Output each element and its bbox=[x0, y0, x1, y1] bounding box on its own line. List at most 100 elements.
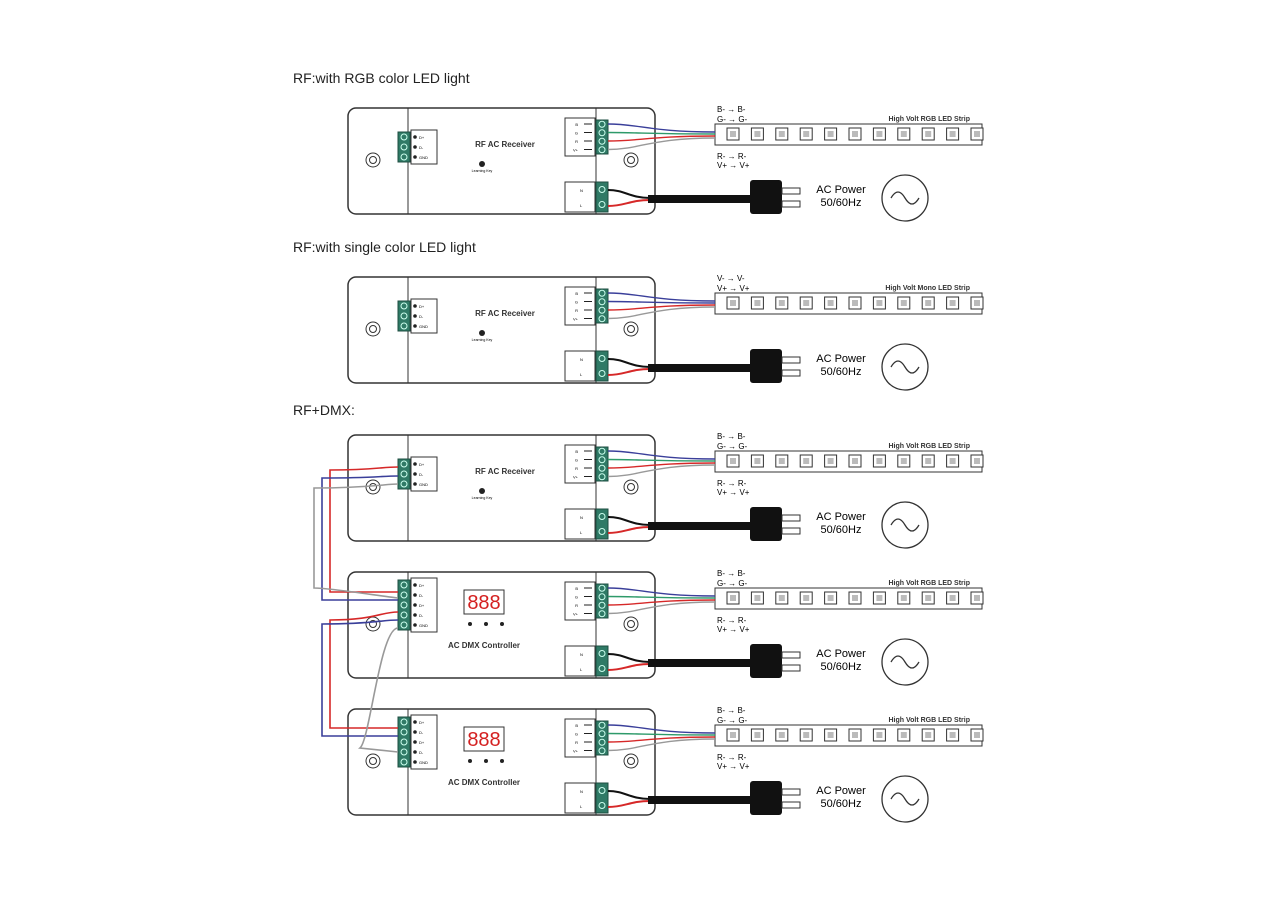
led-chip bbox=[925, 458, 932, 464]
wiring-note: B- → B- bbox=[717, 569, 746, 578]
learning-key-button bbox=[479, 488, 485, 494]
power-label-box bbox=[564, 508, 596, 540]
output-wire bbox=[607, 458, 716, 462]
pin-label: L bbox=[580, 203, 583, 208]
plug-prong bbox=[781, 200, 801, 208]
output-wire bbox=[607, 135, 716, 142]
seven-segment-display: 888 bbox=[467, 729, 500, 751]
learning-key-label: Learning Key bbox=[472, 169, 493, 173]
terminal-screw bbox=[598, 593, 606, 601]
pin-dot bbox=[413, 135, 417, 139]
led-chip bbox=[827, 595, 834, 601]
power-label-box bbox=[564, 350, 596, 382]
led-chip bbox=[852, 131, 858, 137]
ac-power-label: AC Power bbox=[816, 785, 866, 797]
led-chip bbox=[803, 732, 810, 738]
ac-frequency-label: 50/60Hz bbox=[821, 524, 862, 536]
pin-label: GND bbox=[419, 324, 428, 329]
terminal-screw bbox=[598, 610, 606, 618]
wire-black bbox=[607, 653, 651, 663]
terminal-screw bbox=[598, 738, 606, 746]
output-wire bbox=[607, 595, 716, 599]
pin-dot bbox=[413, 472, 417, 476]
terminal-block bbox=[595, 119, 609, 155]
led-chip bbox=[876, 300, 883, 306]
pin-label: D+ bbox=[419, 583, 425, 588]
power-label-box bbox=[564, 181, 596, 213]
output-wire bbox=[607, 300, 716, 304]
pin-label: D- bbox=[419, 613, 424, 618]
led-chip bbox=[900, 595, 907, 601]
output-wire bbox=[607, 601, 716, 615]
terminal-screw bbox=[400, 591, 408, 599]
led-chip bbox=[900, 300, 907, 306]
pin-label: L bbox=[580, 372, 583, 377]
terminal-screw bbox=[598, 464, 606, 472]
pin-label: L bbox=[580, 667, 583, 672]
strip-label: High Volt RGB LED Strip bbox=[888, 717, 970, 724]
led-chip bbox=[949, 300, 956, 306]
sine-wave-icon bbox=[890, 792, 920, 806]
plug-body bbox=[750, 507, 782, 541]
wiring-note: G- → G- bbox=[717, 115, 748, 124]
led-chip bbox=[778, 595, 785, 601]
terminal-screw bbox=[598, 137, 606, 145]
device-name: RF AC Receiver bbox=[475, 309, 535, 318]
output-wire bbox=[607, 599, 716, 606]
terminal-block bbox=[595, 446, 609, 482]
led-chip bbox=[949, 131, 956, 137]
wire-red bbox=[607, 368, 651, 376]
pin-label: N bbox=[580, 357, 583, 362]
seven-segment-display: 888 bbox=[467, 592, 500, 614]
led-chip bbox=[925, 732, 932, 738]
terminal-screw bbox=[400, 758, 408, 766]
pin-label: V+ bbox=[573, 612, 579, 617]
pin-label: N bbox=[580, 652, 583, 657]
plug-prong bbox=[781, 651, 801, 659]
output-wire bbox=[607, 732, 716, 736]
learning-key-label: Learning Key bbox=[472, 338, 493, 342]
led-chip bbox=[730, 131, 736, 137]
pin-dot bbox=[413, 583, 417, 587]
pin-label: L bbox=[580, 530, 583, 535]
pin-label: N bbox=[580, 515, 583, 520]
mount-hole-right bbox=[627, 156, 635, 164]
led-chip bbox=[876, 458, 883, 464]
pin-label: L bbox=[580, 804, 583, 809]
output-wire bbox=[607, 450, 716, 460]
pin-label: B bbox=[575, 291, 578, 296]
terminal-screw bbox=[400, 133, 408, 141]
mount-hole-left bbox=[369, 483, 377, 491]
output-wire bbox=[607, 123, 716, 133]
pin-label: D+ bbox=[419, 135, 425, 140]
plug-prong bbox=[781, 664, 801, 672]
pin-label: V+ bbox=[573, 475, 579, 480]
led-chip bbox=[754, 458, 761, 464]
plug-prong bbox=[781, 369, 801, 377]
sine-wave-icon bbox=[890, 191, 920, 205]
mount-hole-left bbox=[369, 757, 377, 765]
device-name: AC DMX Controller bbox=[448, 641, 520, 650]
led-chip bbox=[803, 458, 810, 464]
output-wire bbox=[607, 131, 716, 135]
ac-frequency-label: 50/60Hz bbox=[821, 366, 862, 378]
pin-label: G bbox=[575, 300, 578, 305]
strip-label: High Volt RGB LED Strip bbox=[888, 116, 970, 123]
mount-hole-right bbox=[623, 479, 639, 495]
strip-label: High Volt Mono LED Strip bbox=[885, 285, 970, 292]
pin-dot bbox=[413, 482, 417, 486]
led-chip bbox=[803, 595, 810, 601]
button-dot bbox=[484, 622, 488, 626]
terminal-block bbox=[595, 288, 609, 324]
pin-label: GND bbox=[419, 760, 428, 765]
mount-hole-right bbox=[627, 757, 635, 765]
terminal-screw bbox=[598, 584, 606, 592]
pin-dot bbox=[413, 730, 417, 734]
led-chip bbox=[827, 300, 834, 306]
mount-hole-left bbox=[369, 156, 377, 164]
terminal-screw bbox=[598, 447, 606, 455]
